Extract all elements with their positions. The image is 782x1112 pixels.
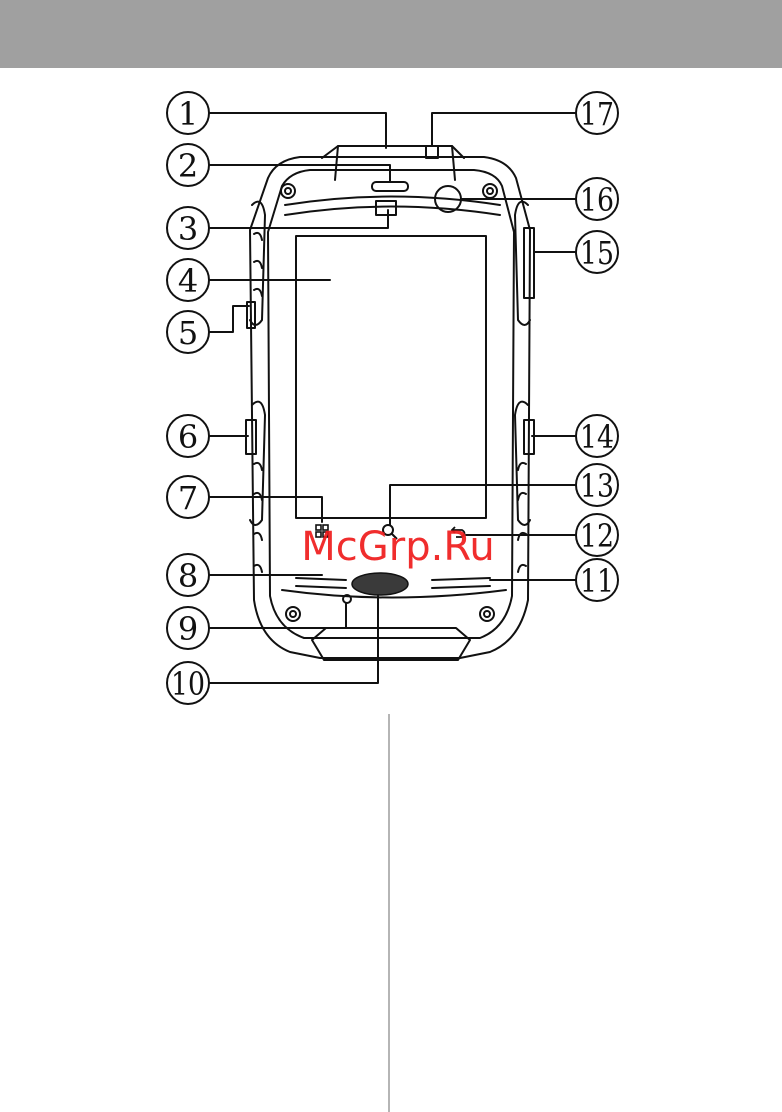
callout-10: 10	[171, 665, 205, 703]
screw-bottom-right	[480, 607, 494, 621]
earpiece	[372, 182, 408, 191]
phone-bottom-hump	[312, 628, 470, 660]
screw-top-right	[483, 184, 497, 198]
screen	[296, 236, 486, 518]
callout-12: 12	[580, 517, 614, 555]
screw-bottom-left	[286, 607, 300, 621]
column-divider	[388, 714, 390, 1112]
front-sensor	[376, 201, 396, 215]
callout-15: 15	[580, 234, 614, 272]
callout-3: 3	[178, 210, 198, 248]
callout-4: 4	[178, 262, 198, 300]
leader-10	[209, 596, 378, 683]
callout-11: 11	[580, 562, 614, 600]
screw-top-left	[281, 184, 295, 198]
leader-17	[432, 113, 576, 146]
leader-2	[209, 165, 390, 182]
callout-5: 5	[178, 314, 198, 352]
callout-16: 16	[580, 181, 614, 219]
callout-13: 13	[580, 467, 614, 505]
callout-7: 7	[178, 479, 198, 517]
speaker-grille	[352, 573, 408, 595]
callout-6: 6	[178, 418, 198, 456]
callout-17: 17	[580, 95, 614, 133]
callout-1: 1	[178, 95, 198, 133]
leader-5	[209, 306, 249, 332]
callout-2: 2	[178, 147, 198, 185]
callout-9: 9	[178, 610, 198, 648]
callout-14: 14	[580, 418, 614, 456]
leader-1	[209, 113, 386, 148]
callout-8: 8	[178, 557, 198, 595]
watermark: McGrp.Ru	[301, 524, 494, 570]
